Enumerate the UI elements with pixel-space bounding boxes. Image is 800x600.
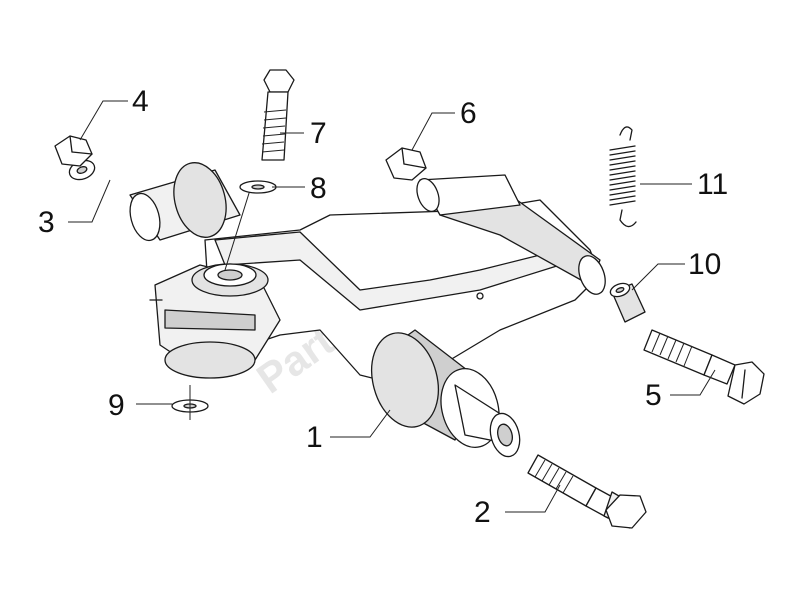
swing-arm-part-1[interactable] — [125, 157, 610, 460]
bolt-part-2[interactable] — [527, 454, 647, 529]
callout-7: 7 — [310, 117, 327, 150]
callout-2: 2 — [474, 496, 491, 529]
callout-1: 1 — [306, 421, 323, 454]
callout-10: 10 — [688, 248, 721, 281]
leader-10 — [631, 263, 685, 291]
callout-8: 8 — [310, 172, 327, 205]
bushing-part-10[interactable] — [609, 281, 646, 323]
leader-4 — [79, 100, 128, 141]
leader-1 — [330, 409, 391, 438]
callout-numbers: 1 2 3 4 5 6 7 8 9 10 11 — [38, 85, 728, 529]
bolt-part-5[interactable] — [643, 329, 765, 405]
washer-part-8[interactable] — [239, 180, 277, 194]
leader-2 — [505, 484, 561, 513]
callout-6: 6 — [460, 97, 477, 130]
callout-9: 9 — [108, 389, 125, 422]
callout-3: 3 — [38, 206, 55, 239]
leader-5 — [670, 369, 716, 396]
leader-3 — [68, 179, 111, 223]
leader-6 — [411, 112, 455, 151]
washer-part-9[interactable] — [171, 385, 209, 420]
nut-part-6[interactable] — [385, 147, 427, 181]
callout-11: 11 — [697, 168, 728, 201]
callout-5: 5 — [645, 379, 662, 412]
nut-part-4[interactable] — [54, 135, 93, 167]
spring-part-11[interactable] — [609, 126, 637, 228]
callout-4: 4 — [132, 85, 149, 118]
bolt-part-7[interactable] — [224, 69, 295, 271]
callout-leaders — [68, 100, 716, 513]
